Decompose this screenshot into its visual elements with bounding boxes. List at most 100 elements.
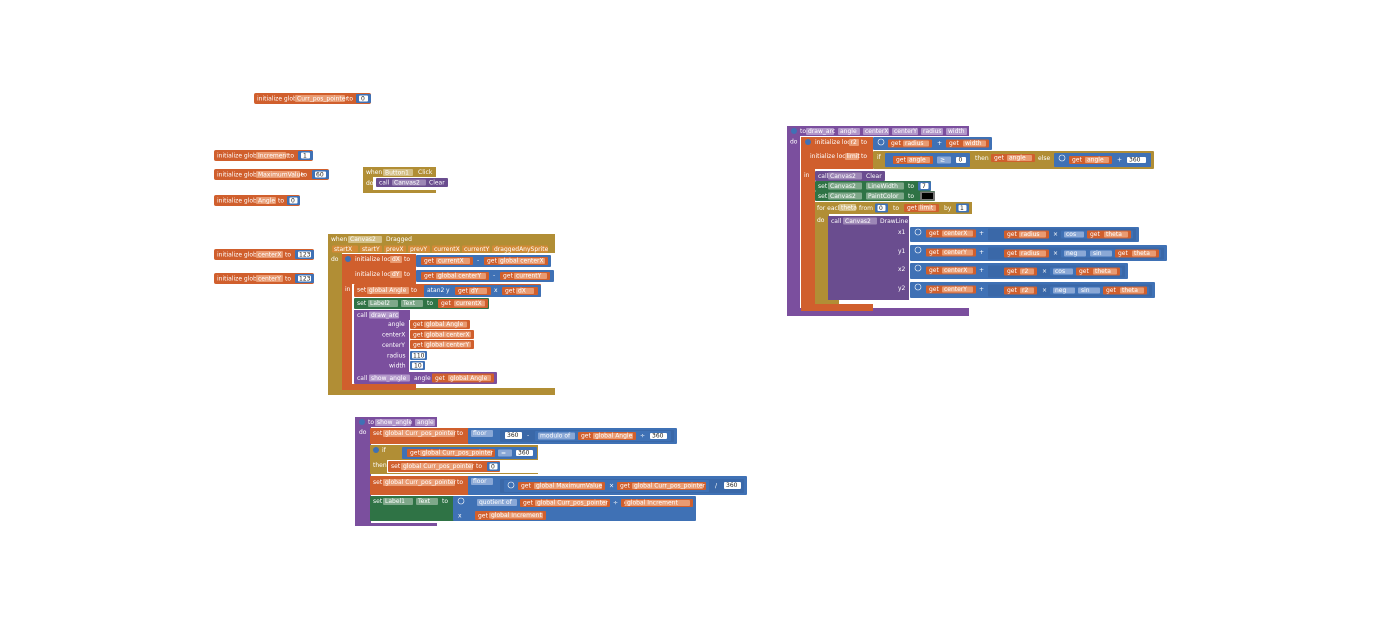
mutator-icon[interactable] [457, 497, 465, 505]
procedure-name-field[interactable]: show_angle [377, 419, 412, 426]
var-dropdown[interactable]: dX [518, 288, 526, 295]
var-dropdown[interactable]: r2 [1022, 268, 1028, 275]
param-width[interactable]: width [948, 128, 965, 135]
property-dropdown[interactable]: Text [417, 498, 431, 505]
compare-dropdown[interactable]: ≥ [940, 157, 945, 164]
color-black-swatch[interactable] [922, 193, 933, 199]
var-dropdown[interactable]: dY [471, 288, 479, 295]
mutator-icon[interactable] [914, 264, 922, 272]
component-dropdown[interactable]: Label2 [370, 300, 390, 307]
number-field[interactable]: 360 [652, 433, 664, 440]
property-dropdown[interactable]: PaintColor [868, 193, 899, 200]
var-dropdown[interactable]: centerX [944, 230, 967, 237]
global-curr-pos-pointer-block[interactable]: initialize global Curr_pos_pointer to 0 [254, 93, 371, 104]
fn-dropdown[interactable]: modulo of [540, 433, 571, 440]
mutator-icon[interactable] [914, 228, 922, 236]
procedure-dropdown[interactable]: draw_arc [371, 312, 398, 319]
fn-dropdown[interactable]: neg [1066, 250, 1077, 257]
var-dropdown[interactable]: global Angle [369, 287, 407, 294]
number-field[interactable]: 0 [959, 157, 963, 164]
value-field[interactable]: 0 [291, 198, 295, 205]
local-name-field[interactable]: dX [392, 256, 400, 263]
var-name-field[interactable]: MaximumValue [258, 172, 304, 179]
var-dropdown[interactable]: global Angle [450, 375, 488, 382]
var-name-field[interactable]: Increment [258, 153, 289, 160]
property-dropdown[interactable]: Text [402, 300, 416, 307]
component-dropdown[interactable]: Canvas2 [845, 218, 871, 225]
button1-click-event-block[interactable]: when Button1 Click do call Canvas2 Clear [363, 167, 448, 193]
global-increment-block[interactable]: initialize global Increment to 1 [214, 150, 313, 161]
var-dropdown[interactable]: global centerX [426, 332, 470, 339]
value-field[interactable]: 0 [361, 96, 365, 103]
var-dropdown[interactable]: centerX [944, 267, 967, 274]
fn-dropdown[interactable]: quotient of [479, 499, 513, 506]
var-dropdown[interactable]: global Curr_pos_pointer [422, 450, 494, 457]
number-field[interactable]: 0 [491, 464, 495, 471]
var-dropdown[interactable]: global Curr_pos_pointer [385, 479, 457, 486]
var-dropdown[interactable]: global Curr_pos_pointer [634, 483, 706, 490]
param-draggedanysprite[interactable]: draggedAnySprite [494, 246, 549, 253]
var-dropdown[interactable]: global Angle [426, 321, 464, 328]
param-prevy[interactable]: prevY [410, 246, 427, 253]
local-name-field[interactable]: r2 [851, 139, 857, 146]
component-dropdown[interactable]: Canvas2 [830, 173, 856, 180]
compare-dropdown[interactable]: = [501, 450, 506, 457]
var-dropdown[interactable]: global centerY [438, 273, 482, 280]
var-name-field[interactable]: centerY [258, 276, 281, 283]
component-dropdown[interactable]: Label1 [385, 498, 405, 505]
fn-dropdown[interactable]: sin [1081, 287, 1090, 294]
var-dropdown[interactable]: angle [1087, 157, 1104, 164]
global-maximumvalue-block[interactable]: initialize global MaximumValue to 60 [214, 169, 329, 180]
procedure-dropdown[interactable]: show_angle [371, 375, 406, 382]
var-dropdown[interactable]: centerY [944, 249, 967, 256]
param-currentx[interactable]: currentX [434, 246, 460, 253]
value-field[interactable]: 123 [299, 252, 311, 259]
var-dropdown[interactable]: currentX [438, 258, 464, 265]
value-field[interactable]: 123 [299, 276, 311, 283]
var-dropdown[interactable]: r2 [1022, 287, 1028, 294]
number-field[interactable]: 1 [960, 205, 964, 212]
param-startx[interactable]: startX [334, 246, 352, 253]
draw-arc-procedure-block[interactable]: to draw_arc angle centerX centerY radius… [787, 126, 1167, 316]
component-dropdown[interactable]: Canvas2 [350, 236, 376, 243]
var-dropdown[interactable]: radius [1021, 231, 1040, 238]
value-field[interactable]: 1 [303, 153, 307, 160]
mutator-icon[interactable] [805, 139, 811, 145]
number-field[interactable]: 360 [726, 482, 738, 489]
number-field[interactable]: 7 [922, 183, 926, 190]
number-field[interactable]: 360 [1129, 157, 1141, 164]
var-dropdown[interactable]: global centerX [500, 258, 544, 265]
component-dropdown[interactable]: Canvas2 [830, 183, 856, 190]
fn-dropdown[interactable]: cos [1066, 231, 1076, 238]
param-centerx[interactable]: centerX [865, 128, 888, 135]
param-angle[interactable]: angle [840, 128, 857, 135]
number-field[interactable]: 360 [507, 432, 519, 439]
number-field[interactable]: 360 [518, 450, 530, 457]
var-dropdown[interactable]: theta [1095, 268, 1111, 275]
var-dropdown[interactable]: currentX [456, 300, 482, 307]
property-dropdown[interactable]: LineWidth [868, 183, 898, 190]
var-dropdown[interactable]: width [965, 140, 982, 147]
var-dropdown[interactable]: theta [1106, 231, 1122, 238]
param-currenty[interactable]: currentY [464, 246, 490, 253]
var-dropdown[interactable]: global Curr_pos_pointer [385, 430, 457, 437]
global-centerx-block[interactable]: initialize global centerX to 123 [214, 249, 314, 260]
global-centery-block[interactable]: initialize global centerY to 123 [214, 273, 314, 284]
var-dropdown[interactable]: theta [1122, 287, 1138, 294]
mutator-icon[interactable] [1058, 154, 1066, 162]
mutator-icon[interactable] [507, 481, 515, 489]
local-name-field[interactable]: dY [392, 271, 400, 278]
var-dropdown[interactable]: angle [909, 157, 926, 164]
param-angle[interactable]: angle [417, 419, 434, 426]
var-dropdown[interactable]: global Angle [595, 433, 633, 440]
number-field[interactable]: 10 [414, 363, 422, 370]
fn-dropdown[interactable]: floor [473, 430, 487, 437]
var-dropdown[interactable]: global Curr_pos_pointer [403, 463, 475, 470]
mutator-icon[interactable] [359, 419, 365, 425]
mutator-icon[interactable] [345, 256, 351, 262]
var-dropdown[interactable]: theta [1134, 250, 1150, 257]
var-dropdown[interactable]: global MaximumValue [536, 483, 603, 490]
fn-dropdown[interactable]: sin [1093, 250, 1102, 257]
mutator-icon[interactable] [373, 447, 379, 453]
